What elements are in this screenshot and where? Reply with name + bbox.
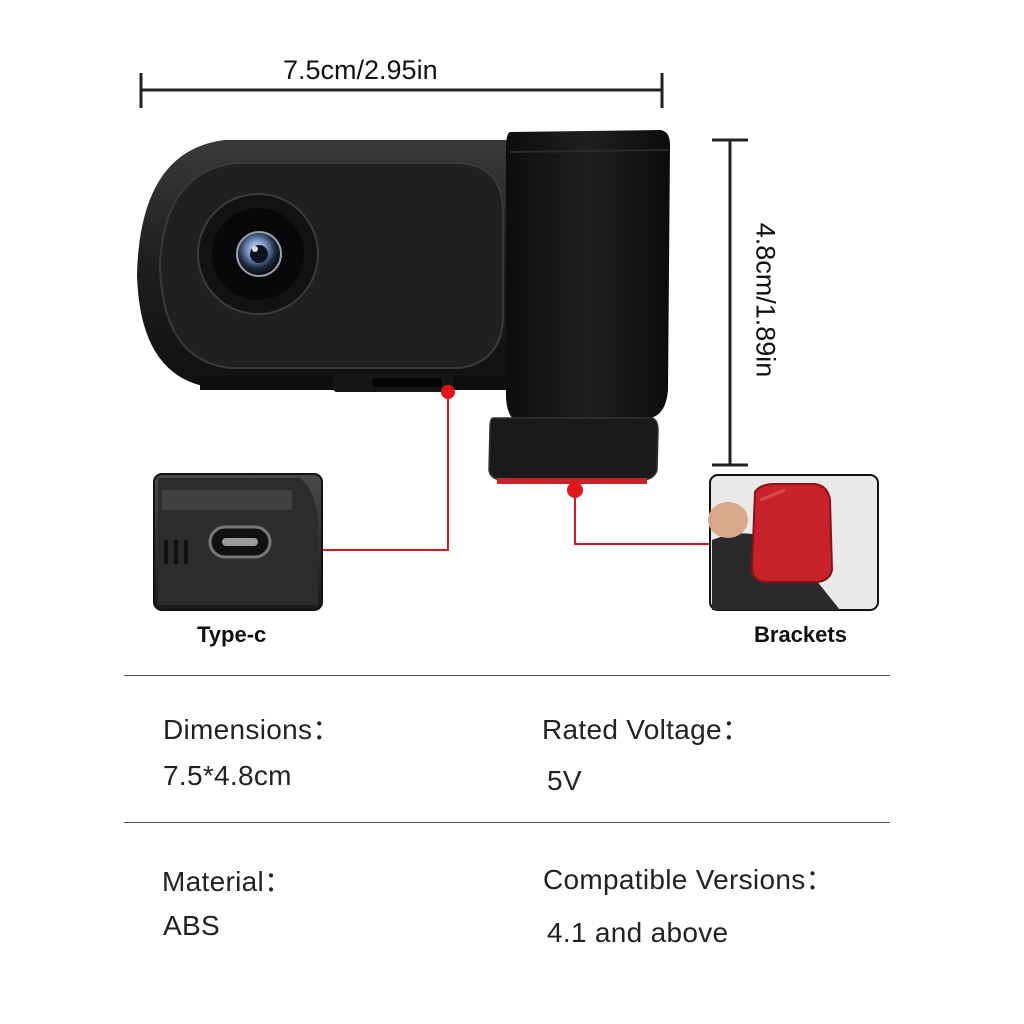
height-dimension-line <box>712 138 748 467</box>
voltage-spec-value: 5V <box>547 765 582 796</box>
type-c-port-photo <box>153 473 323 611</box>
brackets-label: Brackets <box>754 622 847 647</box>
dimensions-spec-label: Dimensions： <box>163 714 341 745</box>
material-spec-value: ABS <box>163 910 220 941</box>
width-dimension-label: 7.5cm/2.95in <box>283 55 438 85</box>
spec-divider-top <box>124 675 890 676</box>
versions-spec-label: Compatible Versions： <box>543 864 834 895</box>
spec-divider-middle <box>124 822 890 823</box>
dash-cam-device <box>137 130 670 484</box>
height-dimension-label: 4.8cm/1.89in <box>750 222 781 378</box>
type-c-label: Type-c <box>197 622 267 647</box>
voltage-spec-label: Rated Voltage： <box>542 714 751 745</box>
dimensions-spec-value: 7.5*4.8cm <box>163 760 292 791</box>
bracket-photo <box>708 474 879 611</box>
bracket-callout-line <box>567 482 712 545</box>
width-dimension-line <box>139 73 664 108</box>
type-c-callout-line <box>320 385 455 551</box>
versions-spec-value: 4.1 and above <box>547 917 729 948</box>
material-spec-label: Material： <box>162 866 293 897</box>
